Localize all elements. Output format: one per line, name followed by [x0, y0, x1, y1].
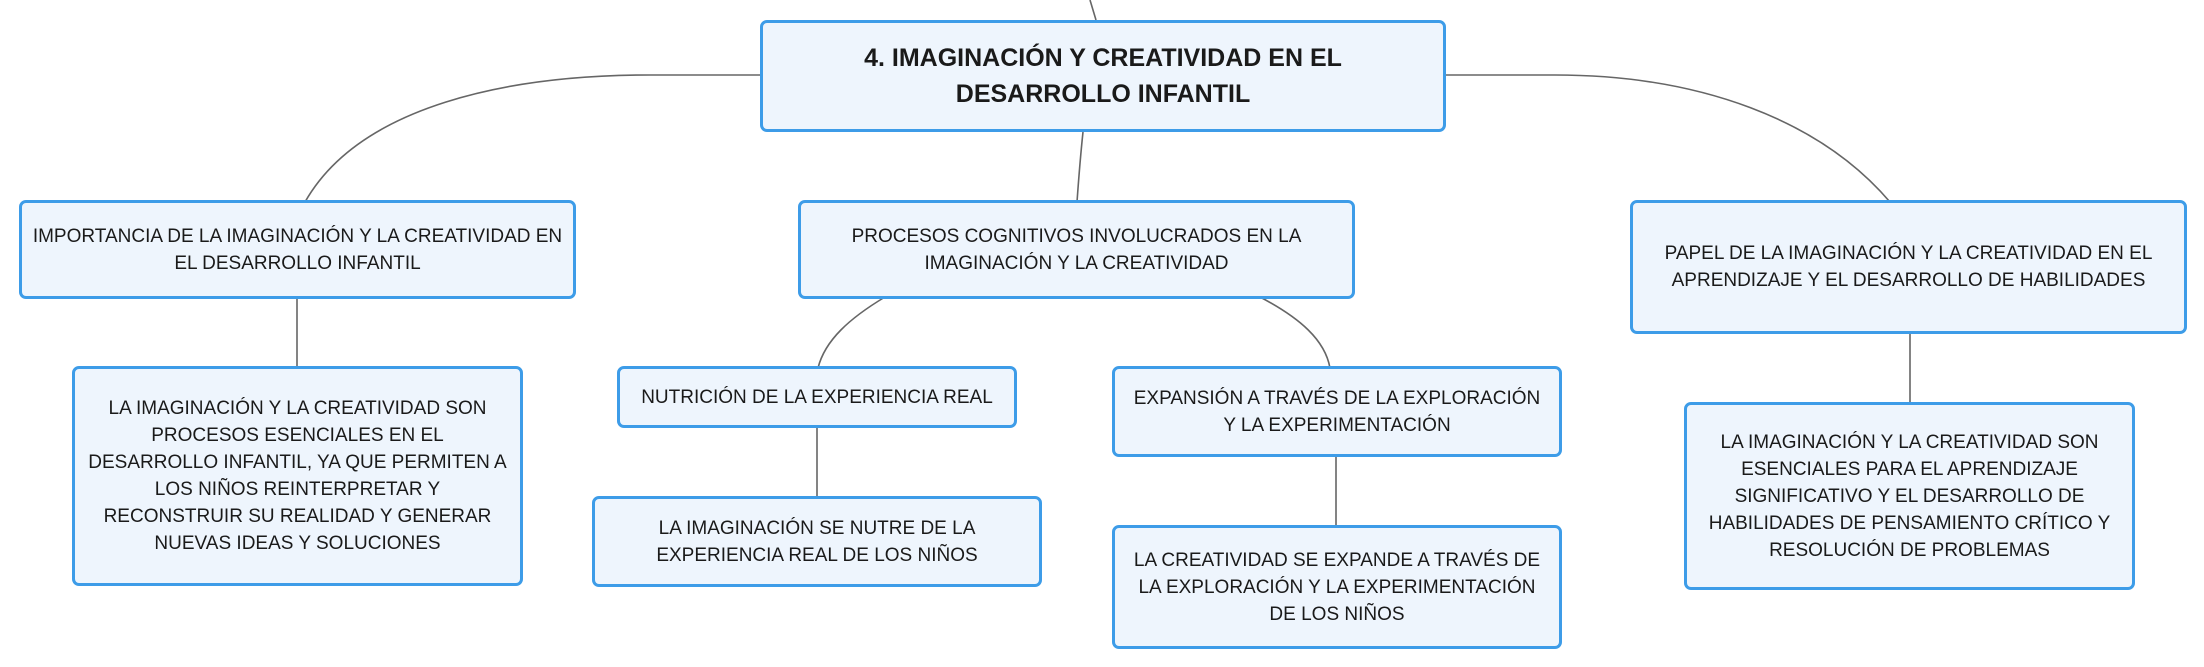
importancia-description-text: LA IMAGINACIÓN Y LA CREATIVIDAD SON PROC…: [88, 398, 507, 554]
branch-papel-label: PAPEL DE LA IMAGINACIÓN Y LA CREATIVIDAD…: [1664, 243, 2153, 291]
root-node[interactable]: 4. IMAGINACIÓN Y CREATIVIDAD EN EL DESAR…: [760, 20, 1446, 132]
papel-description-text: LA IMAGINACIÓN Y LA CREATIVIDAD SON ESEN…: [1708, 431, 2111, 561]
subbranch-expansion[interactable]: EXPANSIÓN A TRAVÉS DE LA EXPLORACIÓN Y L…: [1112, 366, 1562, 457]
root-node-label: 4. IMAGINACIÓN Y CREATIVIDAD EN EL DESAR…: [864, 44, 1342, 108]
subbranch-expansion-label: EXPANSIÓN A TRAVÉS DE LA EXPLORACIÓN Y L…: [1133, 387, 1541, 436]
papel-description[interactable]: LA IMAGINACIÓN Y LA CREATIVIDAD SON ESEN…: [1684, 402, 2135, 590]
connector-root-to-procesos: [1076, 131, 1084, 203]
connector-parent-to-root: [1089, 0, 1097, 21]
branch-procesos[interactable]: PROCESOS COGNITIVOS INVOLUCRADOS EN LA I…: [798, 200, 1355, 299]
connector-root-to-papel: [1446, 74, 1891, 203]
nutricion-description[interactable]: LA IMAGINACIÓN SE NUTRE DE LA EXPERIENCI…: [592, 496, 1042, 587]
expansion-description-text: LA CREATIVIDAD SE EXPANDE A TRAVÉS DE LA…: [1133, 549, 1541, 625]
nutricion-description-text: LA IMAGINACIÓN SE NUTRE DE LA EXPERIENCI…: [656, 517, 978, 566]
branch-papel[interactable]: PAPEL DE LA IMAGINACIÓN Y LA CREATIVIDAD…: [1630, 200, 2187, 334]
connector-procesos-to-expansion: [1259, 296, 1331, 369]
branch-importancia[interactable]: IMPORTANCIA DE LA IMAGINACIÓN Y LA CREAT…: [19, 200, 576, 299]
connector-root-to-importancia: [304, 74, 760, 203]
subbranch-nutricion-label: NUTRICIÓN DE LA EXPERIENCIA REAL: [641, 386, 993, 408]
importancia-description[interactable]: LA IMAGINACIÓN Y LA CREATIVIDAD SON PROC…: [72, 366, 523, 586]
expansion-description[interactable]: LA CREATIVIDAD SE EXPANDE A TRAVÉS DE LA…: [1112, 525, 1562, 649]
branch-procesos-label: PROCESOS COGNITIVOS INVOLUCRADOS EN LA I…: [851, 225, 1302, 274]
branch-importancia-label: IMPORTANCIA DE LA IMAGINACIÓN Y LA CREAT…: [32, 225, 563, 274]
subbranch-nutricion[interactable]: NUTRICIÓN DE LA EXPERIENCIA REAL: [617, 366, 1017, 428]
connector-procesos-to-nutricion: [817, 296, 886, 369]
